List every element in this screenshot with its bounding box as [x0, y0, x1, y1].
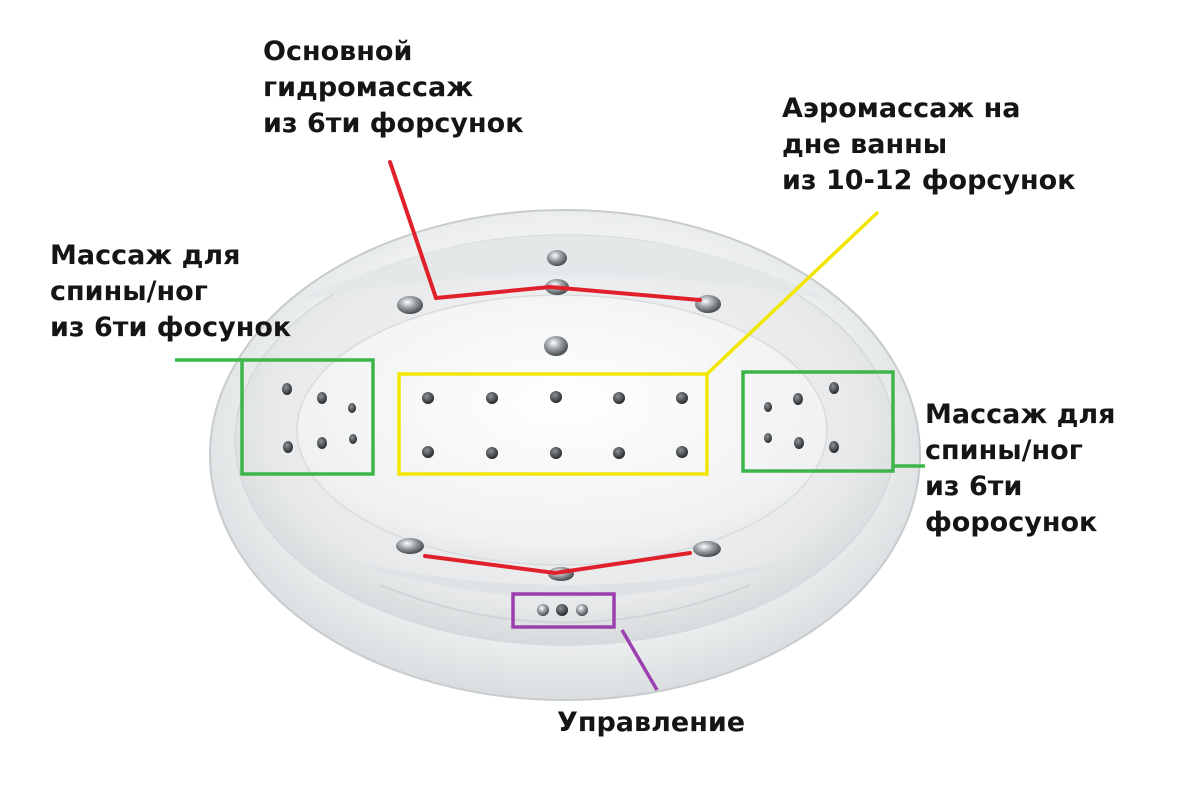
hydro-connector-lines [388, 160, 702, 576]
control-label: Управление [557, 707, 746, 738]
main-hydro-label: Основной гидромассаж из 6ти форсунок [263, 36, 524, 139]
aero-nozzle-icon [422, 392, 434, 404]
control-button-icon [537, 604, 549, 616]
hydro-nozzle-icon [794, 437, 804, 449]
left-back-label: Массаж для спины/ног из 6ти фосунок [50, 240, 292, 343]
aero-nozzle-icon [486, 392, 498, 404]
aero-nozzle-icon [550, 391, 562, 403]
aero-label: Аэромассаж на дне ванны из 10-12 форсуно… [782, 93, 1076, 196]
aero-nozzle-icon [676, 392, 688, 404]
left-back-frame [240, 358, 375, 476]
right-back-frame [741, 370, 895, 473]
aero-nozzle-icon [613, 447, 625, 459]
hydro-nozzle-icon [317, 392, 327, 404]
hydro-nozzle-icon [348, 403, 356, 413]
hydro-nozzle-icon [695, 295, 721, 313]
right-back-label: Массаж для спины/ног из 6ти форосунок [925, 399, 1116, 538]
hydro-nozzle-icon [547, 250, 567, 266]
hydro-nozzle-icon [829, 382, 839, 394]
control-panel [537, 604, 588, 616]
hydro-nozzle-icon [283, 441, 293, 453]
control-button-icon [556, 604, 568, 616]
aero-nozzle-icon [550, 447, 562, 459]
aero-nozzle-icon [486, 447, 498, 459]
right-back-nozzles [764, 382, 839, 453]
control-frame [511, 592, 616, 629]
hydro-nozzle-icon [693, 541, 721, 557]
hydro-nozzle-icon [282, 383, 292, 395]
hydro-nozzle-icon [397, 296, 423, 314]
aero-nozzle-icon [422, 446, 434, 458]
hydro-nozzle-icon [829, 441, 839, 453]
hydro-nozzle-icon [793, 393, 803, 405]
aero-zone-frame [397, 372, 709, 476]
aero-nozzle-icon [676, 446, 688, 458]
aero-pointer-line [705, 210, 880, 376]
aero-nozzles [422, 391, 688, 459]
hydro-nozzle-icon [764, 433, 772, 443]
drain-icon [544, 336, 568, 356]
control-pointer-line [620, 629, 659, 691]
hydro-nozzle-icon [396, 538, 424, 554]
aero-nozzle-icon [613, 392, 625, 404]
hydro-nozzle-icon [317, 437, 327, 449]
left-back-nozzles [282, 383, 357, 453]
hydro-nozzle-icon [764, 402, 772, 412]
control-button-icon [576, 604, 588, 616]
hydro-nozzle-icon [349, 434, 357, 444]
